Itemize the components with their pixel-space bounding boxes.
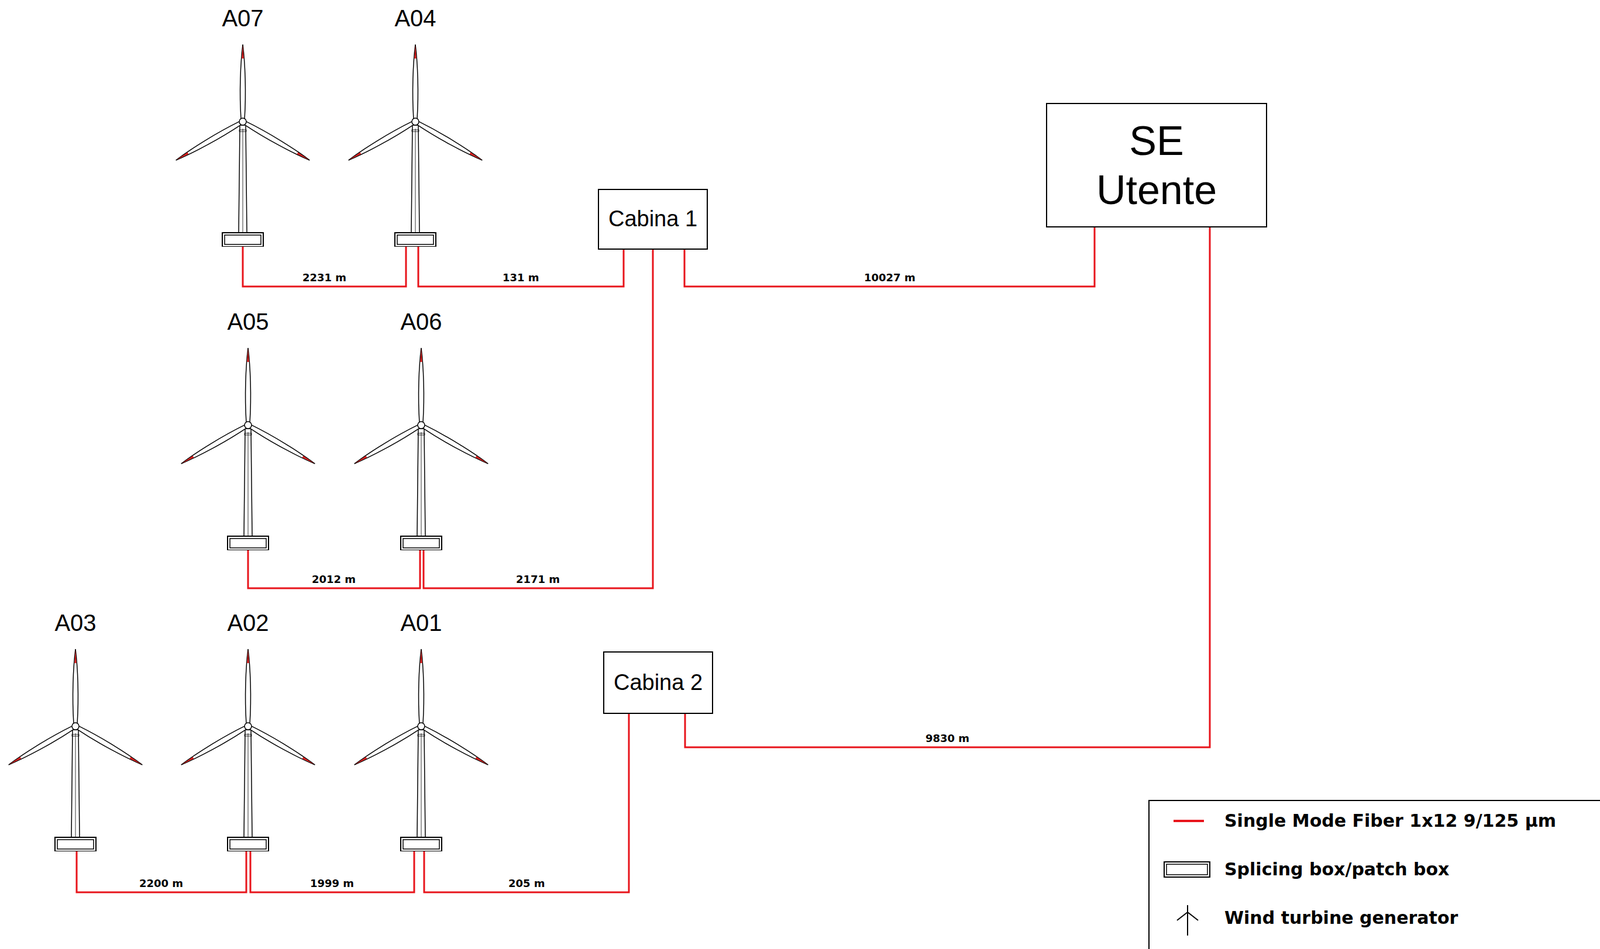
turbine-id: A04 xyxy=(345,4,486,32)
turbine-node: A06 xyxy=(351,308,492,551)
turbine-id: A02 xyxy=(177,609,319,637)
cable-length: 205 m xyxy=(506,877,548,891)
wind-turbine xyxy=(172,4,313,247)
cable-length: 2200 m xyxy=(136,877,186,891)
splice-box xyxy=(400,837,442,852)
station-name: Cabina 2 xyxy=(613,669,703,697)
turbine-node: A04 xyxy=(345,4,486,247)
fiber-connector xyxy=(242,246,406,287)
fiber-connector xyxy=(76,851,247,893)
wind-turbine xyxy=(351,609,492,852)
turbine-node: A02 xyxy=(177,609,319,852)
wind-turbine xyxy=(177,609,319,852)
cable-length: 131 m xyxy=(500,271,542,285)
station-box: SE Utente xyxy=(1045,102,1268,228)
fiber-connector xyxy=(250,851,415,893)
legend-text: Single Mode Fiber 1x12 9/125 µm xyxy=(1224,810,1557,832)
legend-fiber-sample xyxy=(1173,820,1204,823)
legend-frame xyxy=(1148,800,1600,949)
legend-turbine-sample xyxy=(1177,905,1199,937)
splice-box xyxy=(222,232,264,247)
turbine-id: A01 xyxy=(351,609,492,637)
splice-box xyxy=(400,536,442,551)
turbine-node: A05 xyxy=(177,308,319,551)
splice-box xyxy=(54,837,96,852)
fiber-connector xyxy=(418,246,624,287)
splice-box xyxy=(227,837,269,852)
turbine-node: A07 xyxy=(172,4,313,247)
wind-turbine xyxy=(351,308,492,551)
turbine-node: A01 xyxy=(351,609,492,852)
fiber-connector xyxy=(684,227,1095,287)
turbine-id: A03 xyxy=(5,609,146,637)
legend-box-sample-inner xyxy=(1166,864,1208,876)
fiber-connector xyxy=(424,714,629,893)
fiber-connector xyxy=(423,249,653,589)
legend-box-sample xyxy=(1164,862,1210,878)
fiber-connector xyxy=(248,550,421,589)
legend-text: Wind turbine generator xyxy=(1224,907,1458,929)
legend-text: Splicing box/patch box xyxy=(1224,859,1450,881)
cable-length: 10027 m xyxy=(861,271,918,285)
wind-turbine xyxy=(5,609,146,852)
station-name: SE Utente xyxy=(1086,116,1227,215)
turbine-id: A07 xyxy=(172,4,313,32)
splice-box xyxy=(394,232,436,247)
station-box: Cabina 2 xyxy=(603,651,714,715)
fiber-connector xyxy=(685,227,1210,748)
wind-turbine xyxy=(345,4,486,247)
turbine-id: A06 xyxy=(351,308,492,336)
wind-turbine xyxy=(177,308,319,551)
turbine-node: A03 xyxy=(5,609,146,852)
turbine-id: A05 xyxy=(177,308,319,336)
cable-length: 9830 m xyxy=(923,732,972,746)
cable-length: 2231 m xyxy=(300,271,349,285)
station-box: Cabina 1 xyxy=(597,188,708,250)
cable-length: 2012 m xyxy=(309,573,359,587)
station-name: Cabina 1 xyxy=(608,205,698,233)
cable-length: 1999 m xyxy=(307,877,357,891)
cable-length: 2171 m xyxy=(513,573,563,587)
splice-box xyxy=(227,536,269,551)
